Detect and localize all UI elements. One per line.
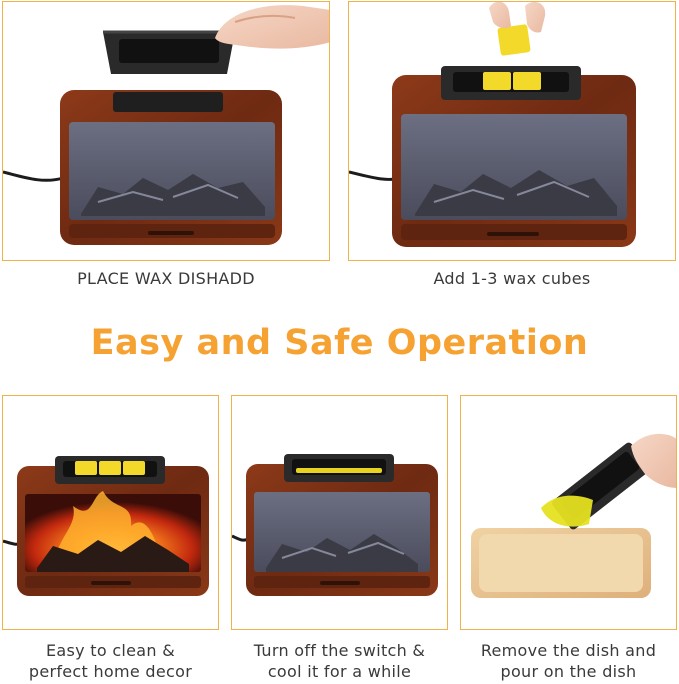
caption-line: cool it for a while (267, 662, 412, 681)
headline: Easy and Safe Operation (90, 323, 589, 363)
step-panel-4 (231, 395, 448, 630)
step-caption-1: PLACE WAX DISHADD (2, 268, 330, 289)
step-caption-3: Easy to clean & perfect home decor (2, 640, 219, 682)
warmer-cooling-illustration (232, 454, 438, 596)
caption-line: perfect home decor (28, 662, 193, 681)
caption-line: PLACE WAX DISHADD (77, 269, 255, 288)
step-panel-3 (2, 395, 219, 630)
caption-line: Easy to clean & (45, 641, 176, 660)
caption-line: Remove the dish and (480, 641, 657, 660)
step-panel-1 (2, 1, 330, 261)
step-caption-4: Turn off the switch & cool it for a whil… (231, 640, 448, 682)
pour-wax-illustration (471, 434, 676, 598)
step-caption-5: Remove the dish and pour on the dish (460, 640, 677, 682)
warmer-add-wax-illustration (349, 2, 636, 247)
step-panel-2 (348, 1, 676, 261)
step-caption-2: Add 1-3 wax cubes (348, 268, 676, 289)
caption-line: Turn off the switch & (253, 641, 426, 660)
warmer-place-dish-illustration (3, 5, 329, 245)
caption-line: Add 1-3 wax cubes (433, 269, 591, 288)
step-panel-5 (460, 395, 677, 630)
caption-line: pour on the dish (500, 662, 637, 681)
warmer-lit-fireplace-illustration (3, 456, 209, 596)
